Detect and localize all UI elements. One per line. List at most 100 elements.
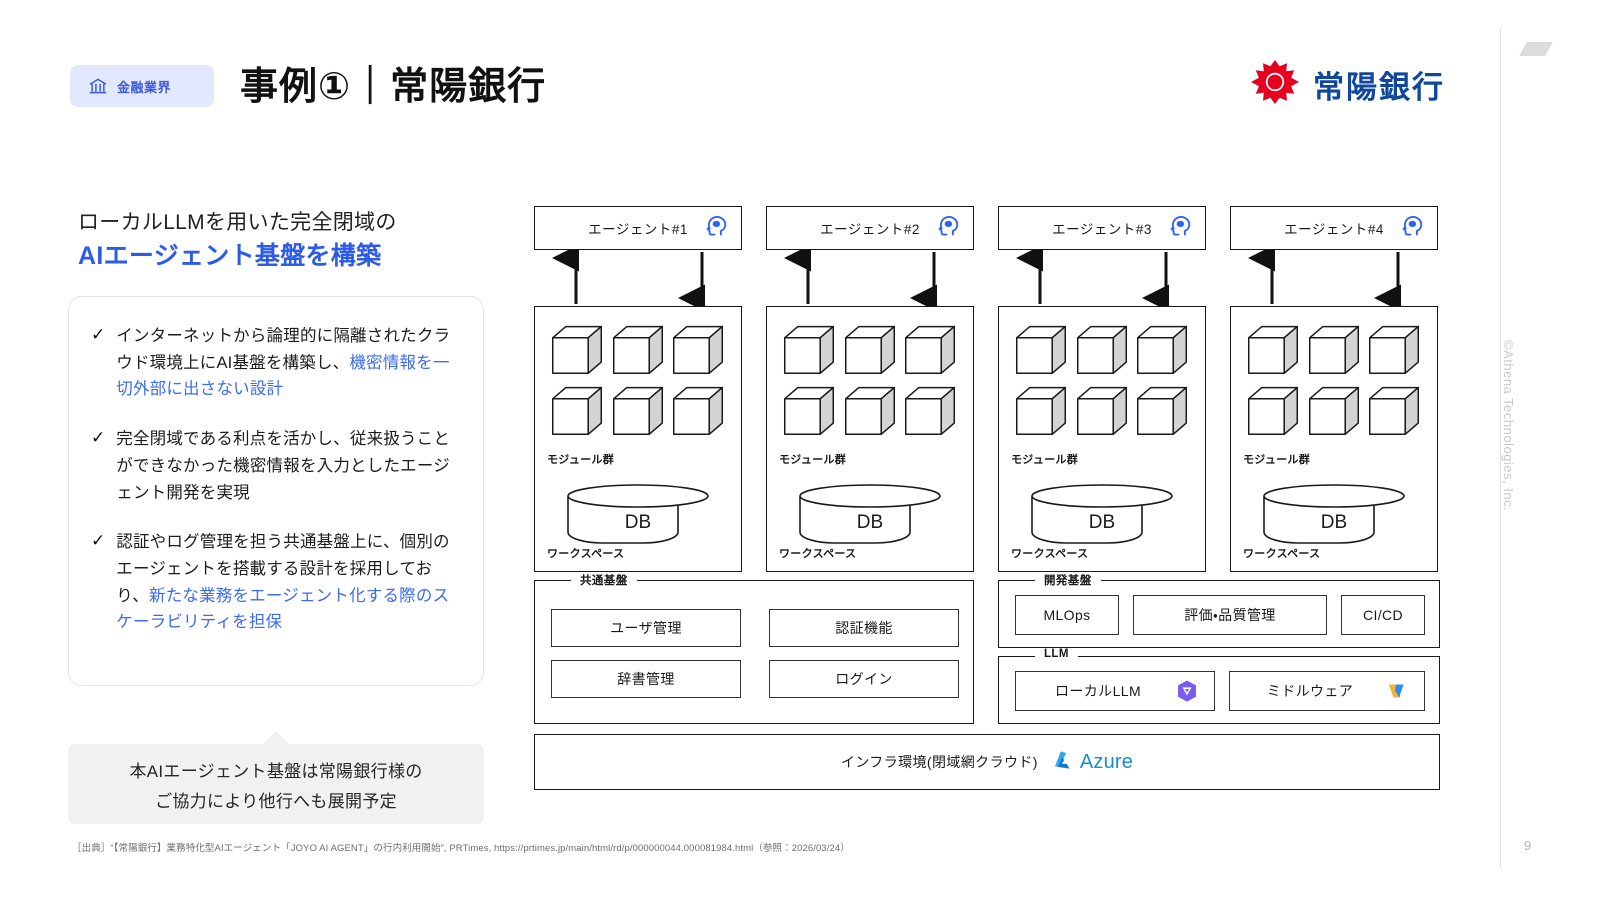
check-icon: ✓ bbox=[91, 428, 106, 448]
workspace-label: ワークスペース bbox=[547, 548, 625, 560]
module-cube bbox=[670, 321, 729, 382]
citation: ［出典］“【常陽銀行】業務特化型AIエージェント「JOYO AI AGENT」の… bbox=[72, 843, 850, 854]
agent-box[interactable]: エージェント#4 bbox=[1230, 206, 1438, 250]
module-cube-icon bbox=[551, 325, 603, 375]
client-name: 常陽銀行 bbox=[1313, 70, 1445, 105]
module-cube-icon bbox=[612, 386, 663, 436]
local-llm-icon bbox=[1174, 678, 1200, 704]
agent-label: エージェント#2 bbox=[820, 222, 920, 237]
database-icon: DB bbox=[799, 484, 941, 544]
workspace-box: モジュール群 DB ワークスペース bbox=[534, 306, 742, 572]
module-grid bbox=[1245, 321, 1425, 443]
middleware-icon bbox=[1384, 678, 1410, 704]
agent-workspace-arrows bbox=[1016, 244, 1169, 312]
module-cube-icon bbox=[1369, 325, 1420, 375]
llm-platform-item[interactable]: ミドルウェア bbox=[1229, 671, 1425, 711]
module-cube bbox=[1366, 321, 1425, 382]
svg-text:DB: DB bbox=[1089, 512, 1115, 533]
right-rail-divider bbox=[1500, 28, 1501, 868]
dev-platform-item[interactable]: CI/CD bbox=[1341, 595, 1425, 635]
azure-name: Azure bbox=[1079, 750, 1134, 773]
modules-label: モジュール群 bbox=[1011, 454, 1079, 466]
callout-line-2: ご協力により他行へも展開予定 bbox=[155, 791, 397, 811]
module-cube bbox=[1013, 382, 1072, 443]
module-cube bbox=[670, 382, 729, 443]
ai-head-icon bbox=[1399, 213, 1425, 244]
architecture-diagram: エージェント#1 モジュール群 DB ワークスペース エージェント#2 モジュール群 DB… bbox=[534, 206, 1440, 806]
dev-platform-item[interactable]: 評価・品質管理 bbox=[1133, 595, 1327, 635]
module-cube bbox=[1074, 321, 1133, 382]
module-cube-icon bbox=[844, 386, 895, 436]
module-grid bbox=[1013, 321, 1193, 443]
module-cube-icon bbox=[1137, 386, 1188, 436]
agent-box[interactable]: エージェント#1 bbox=[534, 206, 742, 250]
ai-head-icon bbox=[935, 213, 961, 244]
agent-workspace-connector bbox=[998, 244, 1206, 312]
industry-badge: 金融業界 bbox=[70, 65, 214, 107]
module-cube-icon bbox=[783, 386, 835, 436]
agent-workspace-connector bbox=[766, 244, 974, 312]
common-platform-item[interactable]: ユーザ管理 bbox=[551, 609, 741, 647]
copyright-vertical: ©Athena Technologies, Inc. bbox=[1501, 340, 1516, 512]
agent-box[interactable]: エージェント#3 bbox=[998, 206, 1206, 250]
common-platform-legend: 共通基盤 bbox=[571, 572, 637, 588]
ai-head-icon bbox=[703, 213, 729, 244]
module-cube-icon bbox=[1308, 386, 1359, 436]
workspace-column: エージェント#1 モジュール群 DB ワークスペース bbox=[534, 206, 742, 572]
svg-text:DB: DB bbox=[1321, 512, 1347, 533]
module-cube bbox=[610, 321, 669, 382]
database: DB bbox=[779, 483, 961, 545]
module-cube bbox=[1366, 382, 1425, 443]
database: DB bbox=[1011, 483, 1193, 545]
page-title: 事例①｜常陽銀行 bbox=[240, 66, 547, 108]
module-cube bbox=[549, 321, 608, 382]
callout-box: 本AIエージェント基盤は常陽銀行様の ご協力により他行へも展開予定 bbox=[68, 731, 484, 824]
bullet-highlight: 機密情報を一切外部に出さない設計 bbox=[116, 353, 450, 399]
infra-label: インフラ環境(閉域網クラウド) bbox=[840, 754, 1038, 770]
module-cube bbox=[1013, 321, 1072, 382]
module-cube bbox=[549, 382, 608, 443]
module-cube bbox=[610, 382, 669, 443]
module-cube bbox=[781, 321, 840, 382]
database-icon: DB bbox=[567, 484, 709, 544]
agent-workspace-arrows bbox=[552, 244, 705, 312]
module-cube bbox=[902, 321, 961, 382]
module-cube bbox=[1306, 382, 1365, 443]
common-platform-item[interactable]: ログイン bbox=[769, 660, 959, 698]
module-cube-icon bbox=[673, 386, 724, 436]
rail-mark-icon bbox=[1519, 42, 1553, 56]
callout-line-1: 本AIエージェント基盤は常陽銀行様の bbox=[129, 761, 423, 781]
agent-box[interactable]: エージェント#2 bbox=[766, 206, 974, 250]
list-item: ✓ 認証やログ管理を担う共通基盤上に、個別のエージェントを搭載する設計を採用して… bbox=[91, 529, 459, 636]
module-cube-icon bbox=[905, 386, 956, 436]
infra-bar: インフラ環境(閉域網クラウド) Azure bbox=[534, 734, 1440, 790]
bullet-text: 認証やログ管理を担う共通基盤上に、個別のエージェントを搭載する設計を採用しており… bbox=[116, 533, 450, 632]
lede-line-2: AIエージェント基盤を構築 bbox=[78, 242, 382, 271]
llm-platform-item[interactable]: ローカルLLM bbox=[1015, 671, 1215, 711]
module-cube bbox=[1306, 321, 1365, 382]
modules-label: モジュール群 bbox=[547, 454, 615, 466]
agent-workspace-arrows bbox=[1248, 244, 1401, 312]
module-cube-icon bbox=[905, 325, 956, 375]
module-cube-icon bbox=[1015, 325, 1067, 375]
module-cube-icon bbox=[783, 325, 835, 375]
module-cube-icon bbox=[1369, 386, 1420, 436]
module-cube-icon bbox=[612, 325, 663, 375]
common-platform-item[interactable]: 認証機能 bbox=[769, 609, 959, 647]
module-cube bbox=[1074, 382, 1133, 443]
bullet-highlight: 新たな業務をエージェント化する際のスケーラビリティを担保 bbox=[116, 586, 450, 632]
modules-label: モジュール群 bbox=[779, 454, 847, 466]
common-platform-group: 共通基盤 ユーザ管理 認証機能 辞書管理 ログイン bbox=[534, 572, 974, 724]
agent-label: エージェント#3 bbox=[1052, 222, 1152, 237]
svg-text:DB: DB bbox=[625, 512, 651, 533]
database: DB bbox=[547, 483, 729, 545]
agent-workspace-connector bbox=[534, 244, 742, 312]
svg-text:DB: DB bbox=[857, 512, 883, 533]
common-platform-item[interactable]: 辞書管理 bbox=[551, 660, 741, 698]
module-cube-icon bbox=[1308, 325, 1359, 375]
dev-platform-item[interactable]: MLOps bbox=[1015, 595, 1119, 635]
